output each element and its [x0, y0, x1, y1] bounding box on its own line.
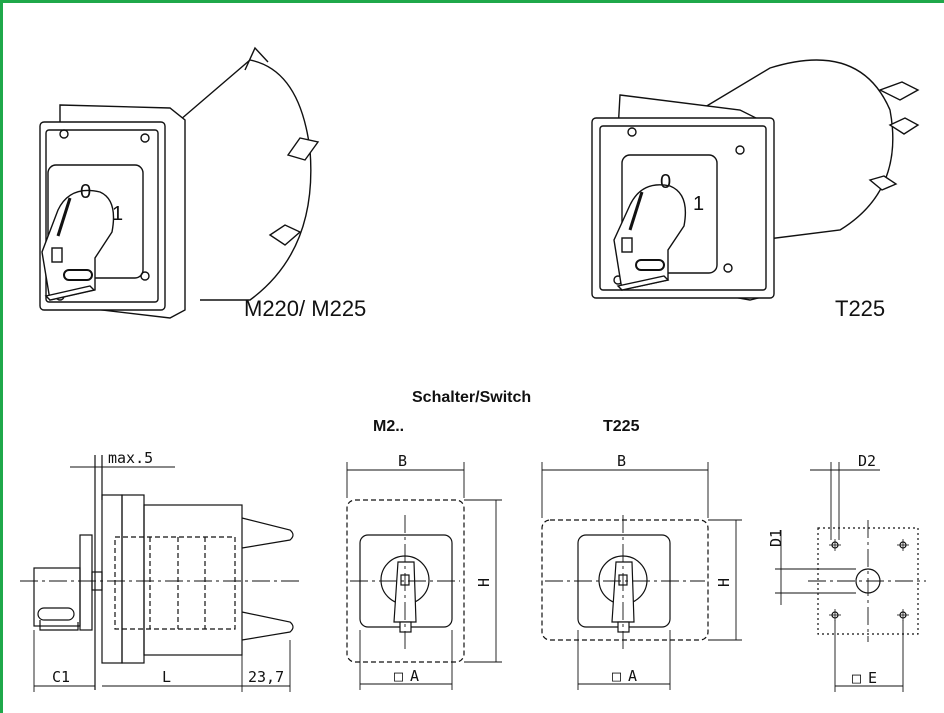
dim-c1: C1 [52, 668, 70, 686]
dim-a-t225: A [628, 667, 637, 685]
knob-position-1: 1 [112, 203, 123, 225]
front-view-m2 [346, 462, 502, 690]
dim-l: L [162, 668, 171, 686]
variant-label-m2: M2.. [373, 418, 405, 435]
knob-position-0: 0 [80, 181, 91, 203]
dim-max: max.5 [108, 449, 153, 467]
drawing-title: Schalter/Switch [412, 389, 532, 406]
front-view-t225 [541, 462, 742, 690]
dim-a-m2: A [410, 667, 419, 685]
dim-tail: 23,7 [248, 668, 284, 686]
panel-cutout [775, 462, 926, 692]
square-symbol: □ [852, 669, 861, 687]
variant-label-t225: T225 [603, 418, 640, 435]
dim-d1: D1 [767, 529, 785, 547]
switch-illustration-m220 [39, 46, 320, 319]
knob-position-0: 0 [660, 171, 671, 193]
dim-h-m2: H [475, 578, 493, 587]
square-symbol: □ [394, 667, 403, 685]
dim-b-m2: B [398, 452, 407, 470]
switch-illustration-t225 [591, 59, 920, 301]
dim-d2: D2 [858, 452, 876, 470]
dim-h-t225: H [715, 578, 733, 587]
side-view [20, 455, 300, 692]
model-label-m220: M220/ M225 [244, 296, 367, 321]
square-symbol: □ [612, 667, 621, 685]
knob-position-1: 1 [693, 193, 704, 215]
model-label-t225: T225 [835, 296, 886, 321]
dim-b-t225: B [617, 452, 626, 470]
dim-e: E [868, 669, 877, 687]
